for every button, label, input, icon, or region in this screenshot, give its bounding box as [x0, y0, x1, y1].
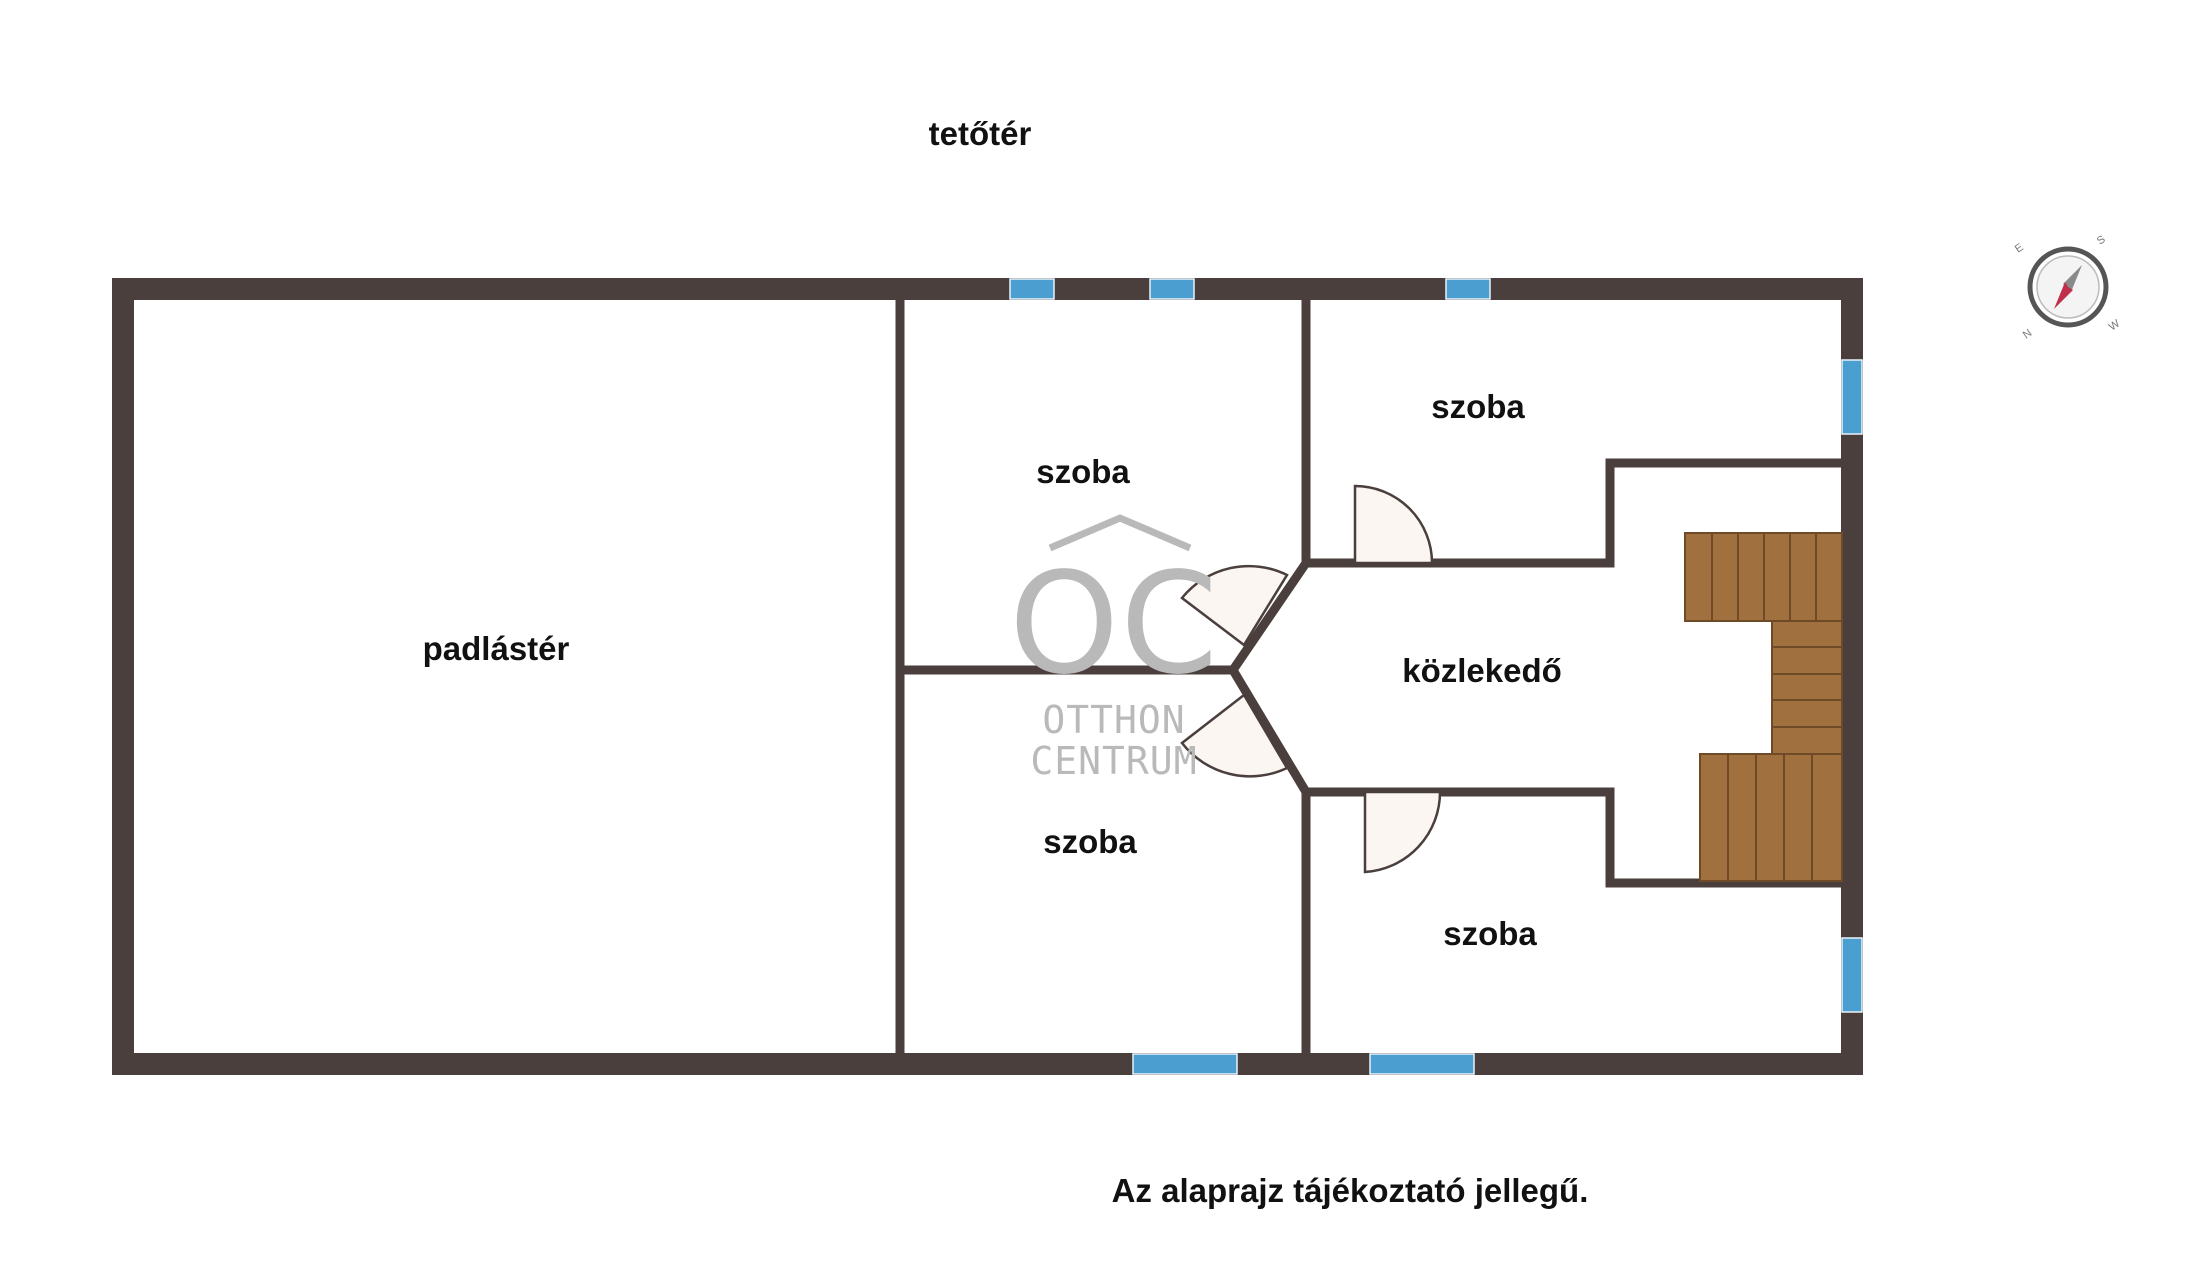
- windows: [1009, 278, 1863, 1075]
- staircase: [1684, 532, 1843, 882]
- room-label-room-bottom-right: szoba: [1443, 915, 1537, 952]
- window: [1445, 278, 1491, 300]
- watermark-logo: OC OTTHON CENTRUM: [1009, 514, 1219, 783]
- door-swing: [1180, 564, 1289, 647]
- compass-letter-w: W: [2107, 317, 2123, 333]
- watermark-line1: OTTHON: [1042, 698, 1185, 742]
- compass-letter-s: S: [2095, 233, 2108, 247]
- interior-walls: [895, 293, 1848, 1060]
- window: [1841, 937, 1863, 1013]
- floor-title: tetőtér: [929, 115, 1032, 152]
- room-label-attic: padlástér: [423, 630, 570, 667]
- window: [1369, 1053, 1475, 1075]
- room-label-room-top-right: szoba: [1431, 388, 1525, 425]
- room-label-hallway: közlekedő: [1402, 652, 1562, 689]
- compass-needle: [2063, 265, 2082, 292]
- watermark-line2: CENTRUM: [1030, 739, 1197, 783]
- door-swing: [1353, 484, 1434, 565]
- window: [1132, 1053, 1238, 1075]
- doors: [1180, 484, 1442, 874]
- disclaimer-text: Az alaprajz tájékoztató jellegű.: [1112, 1172, 1589, 1209]
- compass-letter-e: E: [2013, 241, 2026, 255]
- room-label-room-top-middle: szoba: [1036, 453, 1130, 490]
- compass-icon: E S W N: [2013, 233, 2123, 341]
- compass-letter-n: N: [2021, 327, 2034, 341]
- room-label-room-bottom-middle: szoba: [1043, 823, 1137, 860]
- door-swing: [1363, 790, 1442, 874]
- compass-needle: [2054, 282, 2073, 309]
- window: [1149, 278, 1195, 300]
- watermark-mark: OC: [1009, 543, 1219, 706]
- outer-walls: [112, 278, 1863, 1075]
- door-swing: [1180, 693, 1289, 778]
- window: [1841, 359, 1863, 435]
- window: [1009, 278, 1055, 300]
- roof-icon: [1048, 514, 1192, 552]
